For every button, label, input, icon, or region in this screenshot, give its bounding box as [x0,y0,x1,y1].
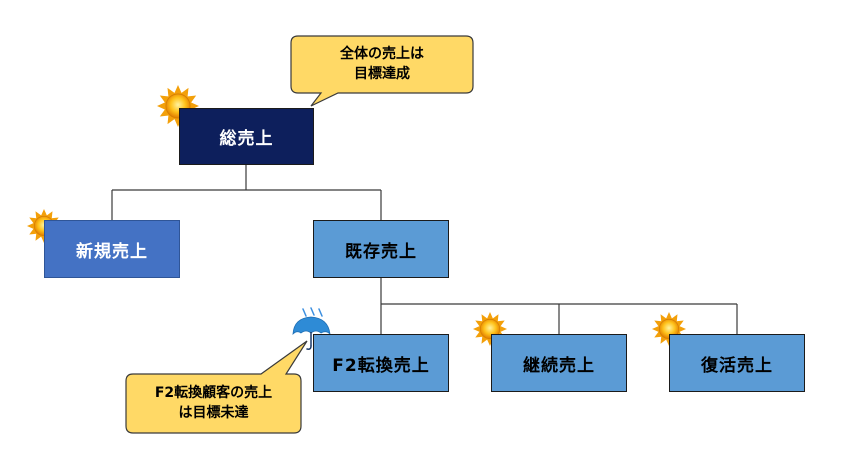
node-existing-sales: 既存売上 [313,220,449,278]
node-label: 総売上 [219,129,274,149]
node-label: 既存売上 [345,241,417,262]
callout-target-missed-text: F2転換顧客の売上 は目標未達 [126,383,301,423]
callout-target-achieved [290,35,474,107]
node-label: 継続売上 [523,355,595,376]
node-label: 復活売上 [701,355,773,376]
callout-line: は目標未達 [178,405,249,421]
callout-target-achieved-text: 全体の売上は 目標達成 [291,44,473,84]
node-label: F2転換売上 [332,355,430,376]
node-f2-conversion-sales: F2転換売上 [313,334,449,392]
umbrella-rain-icon [292,307,331,350]
node-new-sales: 新規売上 [44,220,180,278]
callout-line: F2転換顧客の売上 [154,385,273,401]
node-label: 新規売上 [76,241,148,262]
node-total-sales: 総売上 [179,108,314,165]
callout-target-missed [125,340,308,434]
node-continuing-sales: 継続売上 [491,334,627,392]
callout-line: 全体の売上は [340,46,424,62]
node-revival-sales: 復活売上 [669,334,805,392]
callout-line: 目標達成 [354,66,410,82]
connectors [111,164,738,334]
